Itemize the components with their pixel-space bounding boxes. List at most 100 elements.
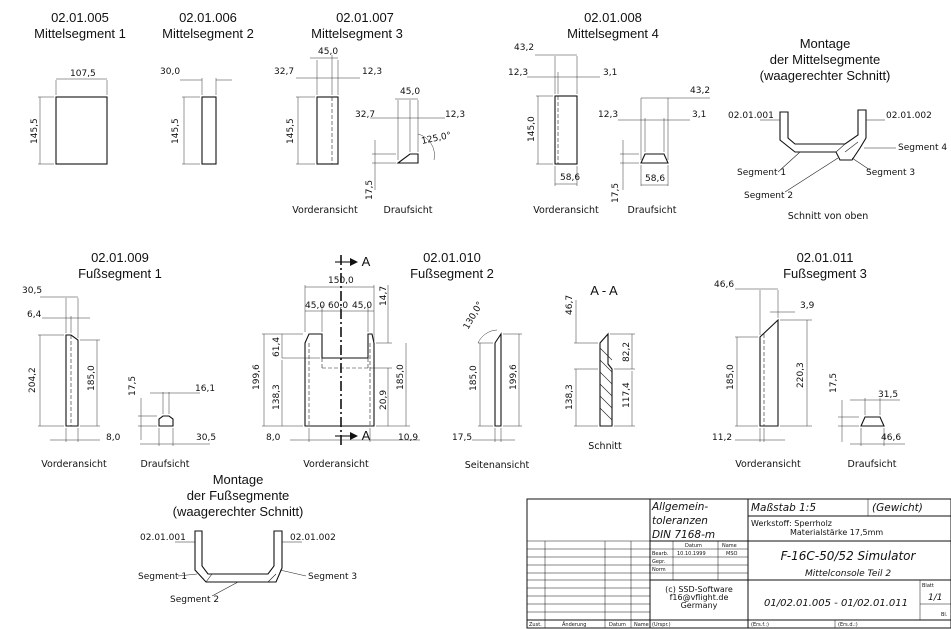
bearb-name: MSO <box>726 551 737 557</box>
tolerance-line3: DIN 7168-m <box>652 529 715 541</box>
col-aenderung: Änderung <box>562 621 586 628</box>
dim-b: 60,0 <box>328 301 348 311</box>
part-02-01-008: 02.01.008 Mittelsegment 4 43,2 12,3 3,1 … <box>508 10 710 216</box>
dim-h3: 138,3 <box>272 384 282 410</box>
dim-left: 12,3 <box>508 68 528 78</box>
caption-front-view: Vorderansicht <box>735 459 801 470</box>
dim-left-height: 204,2 <box>28 367 38 393</box>
caption-section: Schnitt <box>588 441 622 452</box>
dim-height: 145,0 <box>527 116 537 142</box>
dim-top-view-right-top: 43,2 <box>690 86 710 96</box>
assembly-section-outline <box>194 530 283 583</box>
tolerance-line1: Allgemein- <box>651 501 708 513</box>
dim-side-h1: 185,0 <box>469 365 479 391</box>
dim-top-view-top: 31,5 <box>878 390 898 400</box>
col-name-bottom: Name <box>634 622 649 628</box>
section-marker-bottom: A <box>362 428 371 443</box>
assembly-title-line2: der Mittelsegmente <box>770 52 881 67</box>
col-zust: Zust. <box>529 622 542 628</box>
dim-angle: 130,0° <box>462 300 486 331</box>
sheet-number: 1/1 <box>928 593 942 603</box>
part-number: 02.01.005 <box>51 10 109 25</box>
dim-bottom-left: 8,0 <box>266 433 281 443</box>
part-name: Fußsegment 2 <box>410 266 494 281</box>
dim-top-view-bottom: 30,5 <box>196 433 216 443</box>
caption-front-view: Vorderansicht <box>41 459 107 470</box>
label-segment-1: Segment 1 <box>138 572 187 582</box>
ers-f: (Ers.f.:) <box>751 622 769 628</box>
dim-h4: 185,0 <box>396 364 406 390</box>
dim-top-view-right: 12,3 <box>445 110 465 120</box>
angle-arc <box>417 133 435 161</box>
dim-height: 145,5 <box>286 118 296 144</box>
row-norm: Norm <box>652 567 666 573</box>
dim-top-view-top: 16,1 <box>195 384 215 394</box>
dim-section-a: 82,2 <box>622 342 632 362</box>
label-segment-3: Segment 3 <box>866 168 915 178</box>
company-line1: (c) SSD-Software <box>665 585 733 594</box>
dim-section-top: 46,7 <box>565 295 575 315</box>
dim-right-height: 185,0 <box>87 365 97 391</box>
dim-h2: 220,3 <box>796 362 806 388</box>
dim-d: 14,7 <box>379 286 389 306</box>
dim-section-c: 117,4 <box>622 382 632 408</box>
tolerance-line2: toleranzen <box>652 515 708 527</box>
label-segment-2: Segment 2 <box>170 595 219 605</box>
dim-width: 107,5 <box>70 69 96 79</box>
mittelsegment-4-front-view <box>554 95 578 165</box>
title-block: Allgemein- toleranzen DIN 7168-m Maßstab… <box>526 498 951 629</box>
urspr: (Urspr.) <box>652 622 671 628</box>
part-02-01-005: 02.01.005 Mittelsegment 1 107,5 145,5 <box>30 10 126 165</box>
drawing-title: F-16C-50/52 Simulator <box>781 549 917 563</box>
drawing-number: 01/02.01.005 - 01/02.01.011 <box>764 598 908 609</box>
label-segment-1: Segment 1 <box>737 168 786 178</box>
angle-arc <box>477 329 498 344</box>
dim-top-view-bottom: 58,6 <box>645 174 665 184</box>
dim-top: 45,0 <box>318 47 338 57</box>
dim-thickness: 17,5 <box>829 373 839 393</box>
part-name: Mittelsegment 1 <box>34 26 126 41</box>
label-segment-3: Segment 3 <box>308 572 357 582</box>
dim-h5: 20,9 <box>379 390 389 410</box>
dim-top-view-left: 12,3 <box>598 110 618 120</box>
assembly-title-line3: (waagerechter Schnitt) <box>760 68 891 83</box>
dim-c: 45,0 <box>352 301 372 311</box>
dim-width: 30,0 <box>160 67 180 77</box>
dim-top-2: 3,9 <box>800 301 815 311</box>
ers-d: (Ers.d.:) <box>838 622 858 628</box>
caption-top-view: Draufsicht <box>141 459 190 470</box>
dim-right: 3,1 <box>603 68 617 78</box>
assembly-middle-segments: Montage der Mittelsegmente (waagerechter… <box>728 36 947 222</box>
drawing-subtitle: Mittelconsole Teil 2 <box>805 569 891 579</box>
dim-height: 145,5 <box>30 118 40 144</box>
dim-section-b: 138,3 <box>565 384 575 410</box>
assembly-title-line1: Montage <box>800 36 851 51</box>
company-line2: f16@vflight.de <box>670 593 729 602</box>
dim-h2: 199,6 <box>252 364 262 390</box>
dim-side-bottom: 17,5 <box>452 433 472 443</box>
part-number: 02.01.009 <box>91 250 149 265</box>
dim-angle: 125,0° <box>421 131 453 147</box>
caption-top-view: Draufsicht <box>384 205 433 216</box>
dim-bottom: 11,2 <box>712 433 732 443</box>
caption-front-view: Vorderansicht <box>533 205 599 216</box>
ref-left: 02.01.001 <box>140 533 186 543</box>
fusssegment-2-side-view <box>494 332 502 427</box>
col-name: Name <box>722 543 737 549</box>
part-02-01-010: 02.01.010 Fußsegment 2 A A 150,0 45,0 60… <box>252 250 635 471</box>
dim-top-view-left: 32,7 <box>355 110 375 120</box>
dim-height: 145,5 <box>171 118 181 144</box>
dim-top-2: 6,4 <box>27 310 42 320</box>
dim-right: 12,3 <box>362 67 382 77</box>
dim-top: 30,5 <box>22 286 42 296</box>
material-detail: Materialstärke 17,5mm <box>790 528 883 537</box>
fusssegment-2-front-view <box>304 333 375 427</box>
dim-top-view-bottom: 46,6 <box>881 433 901 443</box>
part-number: 02.01.010 <box>423 250 481 265</box>
dim-a: 45,0 <box>305 301 325 311</box>
fusssegment-1-top-view <box>158 415 174 427</box>
caption-top-view: Draufsicht <box>848 459 897 470</box>
scale: Maßstab 1:5 <box>751 502 816 514</box>
assembly-title-line1: Montage <box>213 472 264 487</box>
